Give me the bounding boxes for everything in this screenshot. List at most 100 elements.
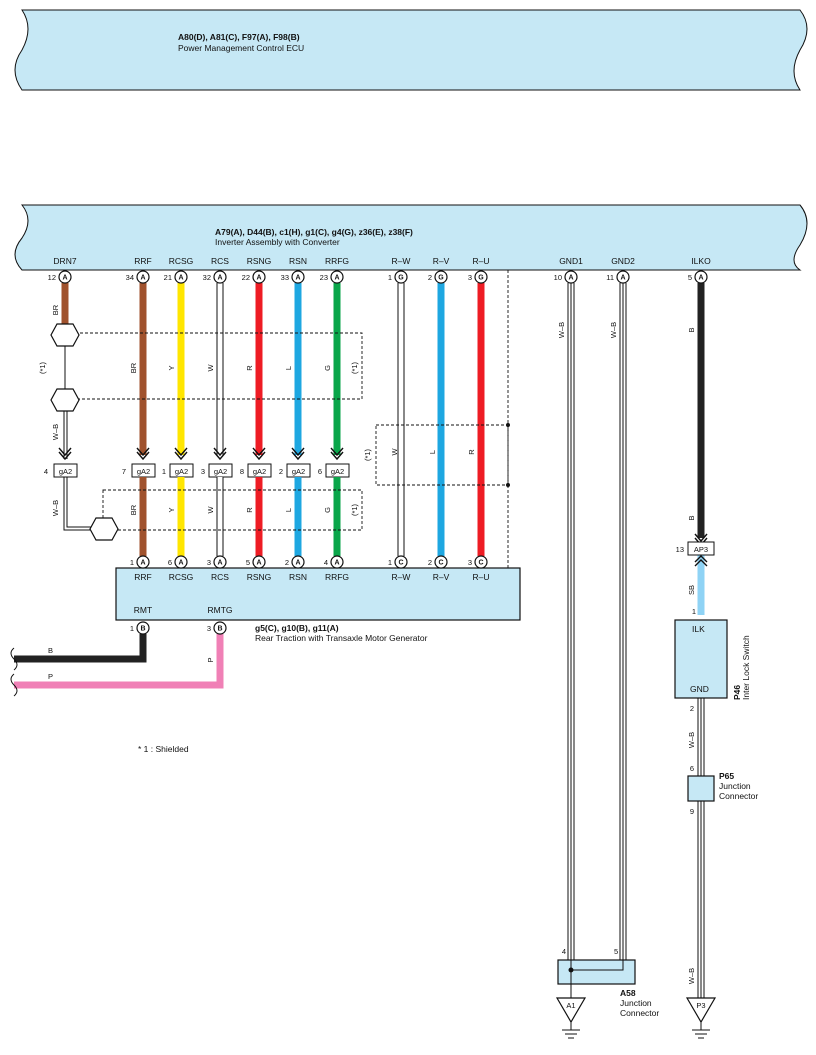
motor-terminal-1-pin: 6 <box>168 558 172 567</box>
svg-text:W–B: W–B <box>687 968 696 984</box>
shield-node-bottom <box>50 388 80 412</box>
inverter-terminal-11-connector-letter: A <box>620 275 625 282</box>
svg-text:1: 1 <box>162 467 166 476</box>
motor-terminal-3-pin: 5 <box>246 558 250 567</box>
svg-text:RRFG: RRFG <box>325 572 349 582</box>
drain-lower-label: W–B <box>51 500 60 516</box>
svg-text:7: 7 <box>122 467 126 476</box>
svg-text:P: P <box>48 672 53 681</box>
motor-lower-terminal-1-pin: 3 <box>207 624 211 633</box>
inverter-terminal-7-connector-letter: G <box>398 275 404 282</box>
motor-terminal-5-pin: 4 <box>324 558 328 567</box>
svg-text:gA2: gA2 <box>175 467 188 476</box>
inverter-terminal-10-connector-letter: A <box>568 275 573 282</box>
inverter-terminal-3-connector-letter: A <box>217 275 222 282</box>
interlock-code: P46 <box>732 685 742 700</box>
shield-marker-lower: (*1) <box>350 503 359 516</box>
svg-text:RMT: RMT <box>134 605 152 615</box>
inverter-terminal-5-pin: 33 <box>281 273 289 282</box>
motor-terminal-7-connector <box>434 555 448 569</box>
interlock-ilk: ILK <box>692 624 705 634</box>
motor-terminal-7-pin: 2 <box>428 558 432 567</box>
svg-text:L: L <box>428 450 437 454</box>
svg-text:gA2: gA2 <box>59 467 72 476</box>
svg-text:8: 8 <box>240 467 244 476</box>
svg-text:Connector: Connector <box>719 791 758 801</box>
motor-terminal-8-pin: 3 <box>468 558 472 567</box>
svg-text:RMTG: RMTG <box>207 605 232 615</box>
svg-text:L: L <box>284 366 293 370</box>
inverter-terminal-12-connector-letter: A <box>698 275 703 282</box>
term-rsn: RSN <box>289 256 307 266</box>
inverter-terminal-1-connector-letter: A <box>140 275 145 282</box>
shield-node-lower <box>89 517 119 541</box>
interlock-gnd-wire <box>697 698 705 998</box>
lower-wire-labels: BR Y W R L G B <box>129 504 696 520</box>
svg-text:BR: BR <box>51 304 60 315</box>
motor-terminal-0-connector <box>136 555 150 569</box>
inverter-terminal-2-connector <box>174 270 188 284</box>
gnd-wires <box>567 283 627 960</box>
svg-text:4: 4 <box>562 947 566 956</box>
term-ru: R–U <box>472 256 489 266</box>
svg-text:gA2: gA2 <box>331 467 344 476</box>
inverter-codes: A79(A), D44(B), c1(H), g1(C), g4(G), z36… <box>215 227 413 237</box>
shield-marker-right: (*1) <box>350 361 359 374</box>
wires-upper <box>61 283 705 556</box>
motor-terminal-7-connector-letter: C <box>438 560 443 567</box>
a58-internal <box>568 960 624 998</box>
motor-terminal-5-connector <box>330 555 344 569</box>
svg-text:W–B: W–B <box>687 732 696 748</box>
motor-terminal-3-connector <box>252 555 266 569</box>
ground-a1: A1 <box>555 997 587 1039</box>
svg-text:1: 1 <box>692 607 696 616</box>
inverter-terminal-11-pin: 11 <box>606 273 614 282</box>
motor-terminal-2-connector <box>213 555 227 569</box>
svg-text:RCSG: RCSG <box>169 572 194 582</box>
motor-lower-terminal-0-connector <box>136 621 150 635</box>
svg-text:Y: Y <box>167 365 176 370</box>
svg-text:gA2: gA2 <box>292 467 305 476</box>
inverter-terminal-12-connector <box>694 270 708 284</box>
svg-text:L: L <box>284 508 293 512</box>
svg-text:R–U: R–U <box>472 572 489 582</box>
inverter-terminal-4-connector-letter: A <box>256 275 261 282</box>
motor-terminal-6-connector <box>394 555 408 569</box>
inverter-terminal-1-connector <box>136 270 150 284</box>
a58-code: A58 <box>620 988 636 998</box>
inverter-terminal-0-connector <box>58 270 72 284</box>
motor-terminal-8-connector <box>474 555 488 569</box>
svg-text:B: B <box>687 327 696 332</box>
svg-text:Connector: Connector <box>620 1008 659 1018</box>
drain-upper-label: W–B <box>51 424 60 440</box>
inverter-terminal-7-pin: 1 <box>388 273 392 282</box>
shielded-note: * 1 : Shielded <box>138 744 189 754</box>
inverter-terminal-3-pin: 32 <box>203 273 211 282</box>
shield-node-top <box>50 323 80 347</box>
svg-text:2: 2 <box>279 467 283 476</box>
ap3-connector: AP3 13 SB 1 <box>676 533 715 616</box>
svg-text:R–V: R–V <box>433 572 450 582</box>
svg-text:W: W <box>206 506 215 514</box>
term-drn7: DRN7 <box>53 256 76 266</box>
inverter-terminal-4-connector <box>252 270 266 284</box>
p65-box <box>687 775 715 802</box>
term-gnd2: GND2 <box>611 256 635 266</box>
svg-text:W–B: W–B <box>557 322 566 338</box>
interlock-gnd: GND <box>690 684 709 694</box>
term-ilko: ILKO <box>691 256 711 266</box>
motor-terminal-8-connector-letter: C <box>478 560 483 567</box>
term-gnd1: GND1 <box>559 256 583 266</box>
interlock-name: Inter Lock Switch <box>741 635 751 700</box>
ga2-connector-row: gA2 gA2 gA2 gA2 gA2 gA2 gA2 4 7 1 3 8 2 … <box>44 463 350 478</box>
svg-text:RRF: RRF <box>134 572 151 582</box>
shield-marker-power: (*1) <box>363 448 372 461</box>
term-rcs: RCS <box>211 256 229 266</box>
inverter-terminal-11-connector <box>616 270 630 284</box>
motor-lower-terminal-0-connector-letter: B <box>140 626 145 633</box>
inverter-terminal-6-connector-letter: A <box>334 275 339 282</box>
shield-upper: (*1) (*1) W–B <box>38 323 363 459</box>
motor-terminal-0-pin: 1 <box>130 558 134 567</box>
